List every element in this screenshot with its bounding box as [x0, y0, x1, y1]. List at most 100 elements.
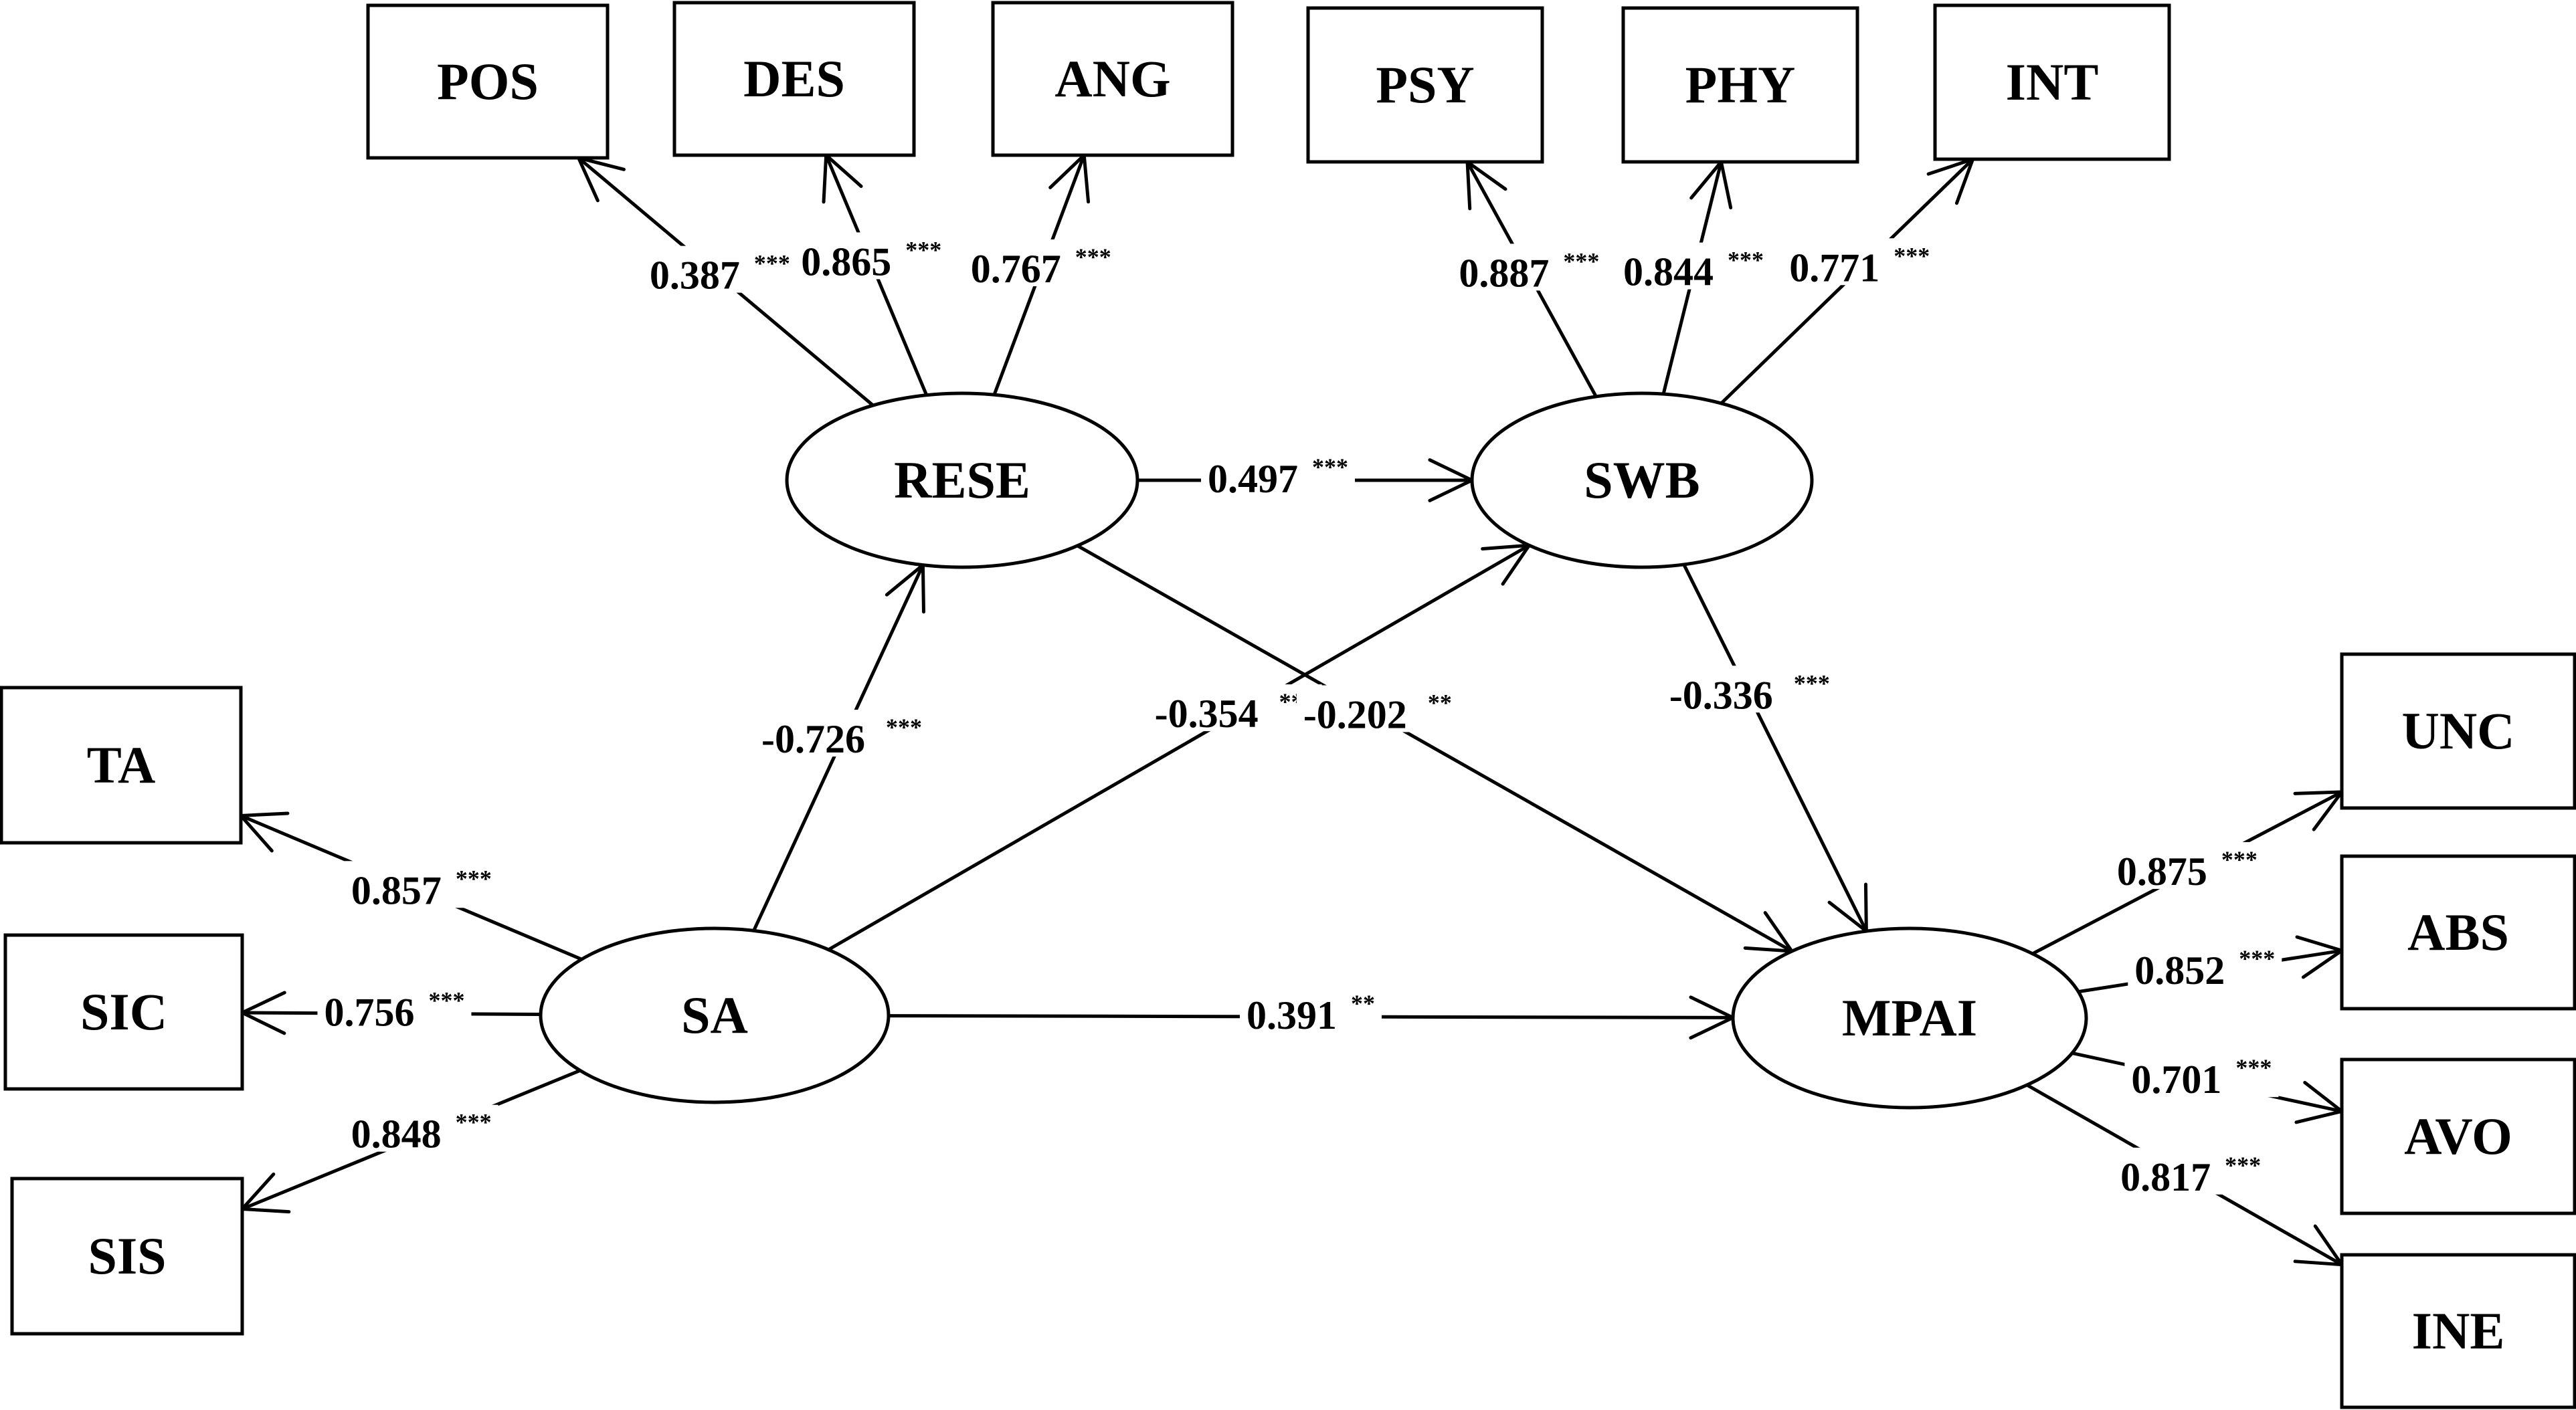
indicator-box-pos	[366, 3, 610, 160]
label-background	[1147, 684, 1322, 732]
node-label-psy: PSY	[1376, 56, 1474, 114]
label-background	[1452, 243, 1606, 291]
label-background	[2124, 1050, 2279, 1098]
path-coefficient: 0.391	[1247, 993, 1337, 1037]
path-coefficient: -0.354	[1155, 692, 1259, 736]
path-coefficient: 0.887	[1459, 251, 1549, 295]
significance-stars: ***	[886, 714, 922, 740]
coefficient-label-swb-psy: 0.887 ***	[1452, 243, 1606, 295]
coefficient-label-rese-des: 0.865***	[794, 232, 949, 284]
label-background	[642, 245, 797, 293]
node-sic: SIC	[3, 933, 244, 1091]
indicator-box-sic	[3, 933, 244, 1091]
node-label-sis: SIS	[88, 1227, 166, 1285]
coefficient-label-rese-mpai: -0.202 **	[1296, 685, 1459, 736]
label-background	[755, 710, 929, 757]
coefficient-label-rese-ang: 0.767 ***	[963, 239, 1118, 291]
path-coefficient: 0.701	[2131, 1058, 2221, 1102]
significance-stars: **	[1428, 689, 1452, 716]
coefficient-label-sa-rese: -0.726***	[755, 710, 929, 761]
significance-stars: ***	[1563, 247, 1599, 274]
node-sa: SA	[539, 926, 891, 1104]
significance-stars: ***	[456, 865, 492, 892]
path-line-sa-swb	[827, 544, 1530, 951]
coefficient-label-swb-phy: 0.844 ***	[1616, 242, 1770, 294]
node-label-sa: SA	[681, 986, 748, 1044]
node-ine: INE	[2340, 1253, 2576, 1409]
node-label-mpai: MPAI	[1842, 989, 1977, 1047]
path-coefficient: 0.767	[971, 247, 1061, 291]
node-phy: PHY	[1621, 6, 1859, 164]
indicator-box-psy	[1306, 6, 1544, 164]
latent-ellipse-swb	[1470, 391, 1814, 569]
significance-stars: ***	[2235, 1054, 2272, 1081]
indicator-box-int	[1933, 3, 2171, 161]
path-line-rese-mpai	[1077, 544, 1793, 953]
label-background	[1782, 238, 1937, 286]
label-background	[2110, 841, 2264, 889]
label-background	[1296, 685, 1459, 732]
arrowhead-mpai-unc	[2293, 790, 2344, 831]
coefficient-label-swb-mpai: -0.336 ***	[1662, 666, 1837, 717]
path-coefficient: 0.875	[2117, 849, 2207, 894]
coefficient-label-swb-int: 0.771***	[1782, 238, 1937, 290]
coefficient-label-sa-sis: 0.848***	[344, 1104, 498, 1156]
label-background	[344, 1104, 498, 1152]
path-coefficient: 0.771	[1789, 245, 1879, 290]
node-des: DES	[672, 1, 916, 157]
label-background	[344, 861, 498, 908]
node-label-rese: RESE	[894, 451, 1030, 509]
significance-stars: ***	[2239, 945, 2275, 972]
significance-stars: ***	[1728, 247, 1764, 274]
coefficient-label-mpai-ine: 0.817***	[2114, 1147, 2268, 1199]
latent-ellipse-mpai	[1731, 926, 2088, 1110]
node-abs: ABS	[2340, 854, 2576, 1011]
node-label-int: INT	[2006, 53, 2099, 111]
node-label-ine: INE	[2412, 1302, 2505, 1360]
node-int: INT	[1933, 3, 2171, 161]
path-coefficient: 0.857	[351, 868, 442, 912]
significance-stars: ***	[1075, 243, 1111, 270]
significance-stars: ***	[905, 236, 941, 263]
node-label-phy: PHY	[1685, 56, 1796, 114]
node-label-ang: ANG	[1054, 49, 1170, 108]
path-coefficient: 0.852	[2134, 948, 2225, 993]
label-background	[1662, 666, 1837, 713]
path-line-swb-mpai	[1682, 563, 1868, 932]
node-avo: AVO	[2340, 1058, 2576, 1215]
indicator-box-des	[672, 1, 916, 157]
indicator-box-unc	[2340, 652, 2576, 810]
coefficient-label-mpai-avo: 0.701 ***	[2124, 1050, 2279, 1102]
latent-ellipse-sa	[539, 926, 891, 1104]
coefficient-label-sa-mpai: 0.391 **	[1240, 985, 1382, 1037]
path-rese-mpai	[1077, 544, 1794, 953]
coefficient-label-sa-sic: 0.756***	[317, 983, 472, 1034]
label-background	[963, 239, 1118, 286]
path-coefficient: 0.844	[1623, 250, 1714, 294]
significance-stars: ***	[2225, 1152, 2261, 1179]
path-coefficient: -0.202	[1303, 692, 1407, 736]
node-ang: ANG	[991, 1, 1234, 157]
path-coefficient: 0.497	[1208, 457, 1298, 501]
latent-ellipse-rese	[785, 391, 1139, 569]
significance-stars: ***	[754, 250, 790, 277]
node-label-pos: POS	[437, 52, 539, 110]
label-background	[794, 232, 949, 280]
path-coefficient: -0.336	[1669, 673, 1773, 717]
significance-stars: ***	[1794, 670, 1830, 696]
node-rese: RESE	[785, 391, 1139, 569]
coefficient-label-rese-swb: 0.497 ***	[1201, 449, 1355, 501]
significance-stars: ***	[1312, 454, 1348, 480]
node-label-abs: ABS	[2407, 903, 2509, 961]
significance-stars: **	[1351, 990, 1375, 1017]
indicator-box-ine	[2340, 1253, 2576, 1409]
path-coefficient: 0.387	[650, 254, 740, 298]
path-sa-swb	[827, 543, 1531, 951]
path-swb-mpai	[1682, 563, 1868, 933]
node-label-avo: AVO	[2404, 1107, 2512, 1165]
label-background	[1201, 449, 1355, 496]
labels-layer: 0.387***0.865***0.767***0.887***0.844***…	[317, 232, 2282, 1199]
coefficient-label-mpai-abs: 0.852 ***	[2128, 941, 2282, 993]
label-background	[2128, 941, 2282, 989]
